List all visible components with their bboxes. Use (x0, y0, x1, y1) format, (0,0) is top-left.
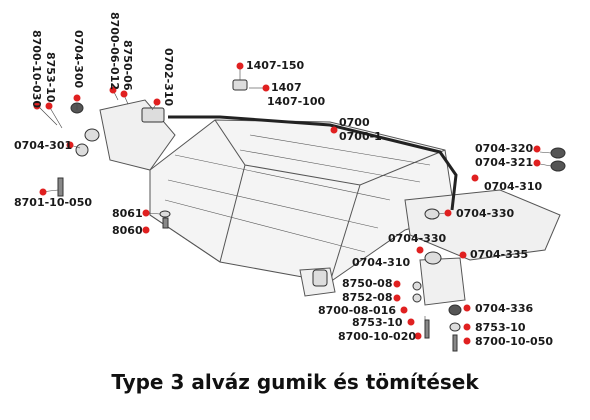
marker-8060 (142, 226, 150, 234)
label-8700-10-030: 8700-10-030 (30, 30, 43, 109)
rubber-parts (57, 79, 566, 352)
marker-0704-310-right (471, 174, 479, 182)
marker-0704-321 (533, 159, 541, 167)
marker-8750-06 (120, 90, 128, 98)
marker-0702-310 (153, 98, 161, 106)
label-1407: 1407 (271, 81, 302, 94)
label-0704-330-mid: 0704-330 (388, 232, 447, 245)
label-0700-1: 0700-1 (339, 130, 382, 143)
label-8701-10-050: 8701-10-050 (14, 196, 93, 209)
label-0704-300: 0704-300 (72, 30, 85, 89)
label-1407-100: 1407-100 (267, 95, 326, 108)
marker-0704-320 (533, 145, 541, 153)
markers (33, 62, 541, 345)
label-8700-08-016: 8700-08-016 (318, 304, 397, 317)
label-8753-10-bottom: 8753-10 (352, 316, 403, 329)
label-0704-335: 0704-335 (470, 248, 529, 261)
marker-8752-08 (393, 294, 401, 302)
label-0704-320: 0704-320 (475, 142, 534, 155)
marker-0704-300 (73, 94, 81, 102)
marker-8700-10-020 (414, 332, 422, 340)
marker-8700-08-016 (400, 306, 408, 314)
marker-0704-335 (459, 251, 467, 259)
label-0704-321: 0704-321 (475, 156, 534, 169)
marker-8701-10-050 (39, 188, 47, 196)
marker-8750-08 (393, 280, 401, 288)
label-8750-08: 8750-08 (342, 277, 393, 290)
label-0702-310: 0702-310 (162, 48, 175, 107)
diagram-caption: Type 3 alváz gumik és tömítések (111, 370, 479, 394)
label-8752-08: 8752-08 (342, 291, 393, 304)
seal-strip (168, 115, 458, 211)
marker-8753-10-right (463, 323, 471, 331)
marker-0704-301 (66, 141, 74, 149)
marker-8700-06-012 (109, 86, 117, 94)
label-8060: 8060 (112, 224, 143, 237)
label-8700-10-050: 8700-10-050 (475, 335, 554, 348)
label-8753-10-top: 8753-10 (44, 52, 57, 103)
marker-1407 (262, 84, 270, 92)
marker-8700-10-050 (463, 337, 471, 345)
label-0704-310-mid: 0704-310 (352, 256, 411, 269)
marker-0704-330-right (444, 209, 452, 217)
label-8700-10-020: 8700-10-020 (338, 330, 417, 343)
marker-0704-330-mid (416, 246, 424, 254)
marker-0704-336 (463, 304, 471, 312)
label-0704-330-right: 0704-330 (456, 207, 515, 220)
marker-8753-10-bottom (407, 318, 415, 326)
label-8700-06-012: 8700-06-012 (108, 12, 121, 91)
marker-8753-10-top (45, 102, 53, 110)
label-8061: 8061 (112, 207, 143, 220)
label-1407-150: 1407-150 (246, 59, 305, 72)
label-8753-10-right: 8753-10 (475, 321, 526, 334)
marker-1407-150 (236, 62, 244, 70)
marker-0700 (330, 126, 338, 134)
label-0700: 0700 (339, 116, 370, 129)
label-0704-336: 0704-336 (475, 302, 534, 315)
marker-8061 (142, 209, 150, 217)
marker-8700-10-030 (33, 102, 41, 110)
label-8750-06: 8750-06 (121, 40, 134, 91)
label-0704-310-right: 0704-310 (484, 180, 543, 193)
label-0704-301: 0704-301 (14, 139, 73, 152)
